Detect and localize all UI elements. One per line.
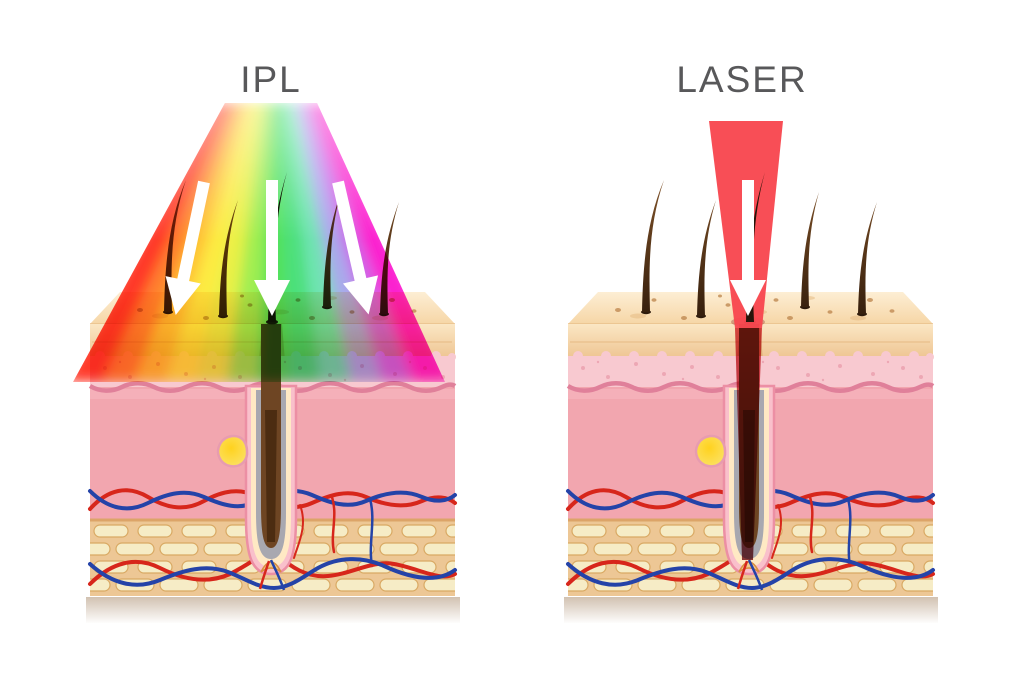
ipl-light-cone — [73, 103, 445, 382]
laser-beam-subsurface — [735, 328, 762, 560]
ipl-title: IPL — [240, 59, 302, 100]
laser-title: LASER — [676, 59, 807, 100]
